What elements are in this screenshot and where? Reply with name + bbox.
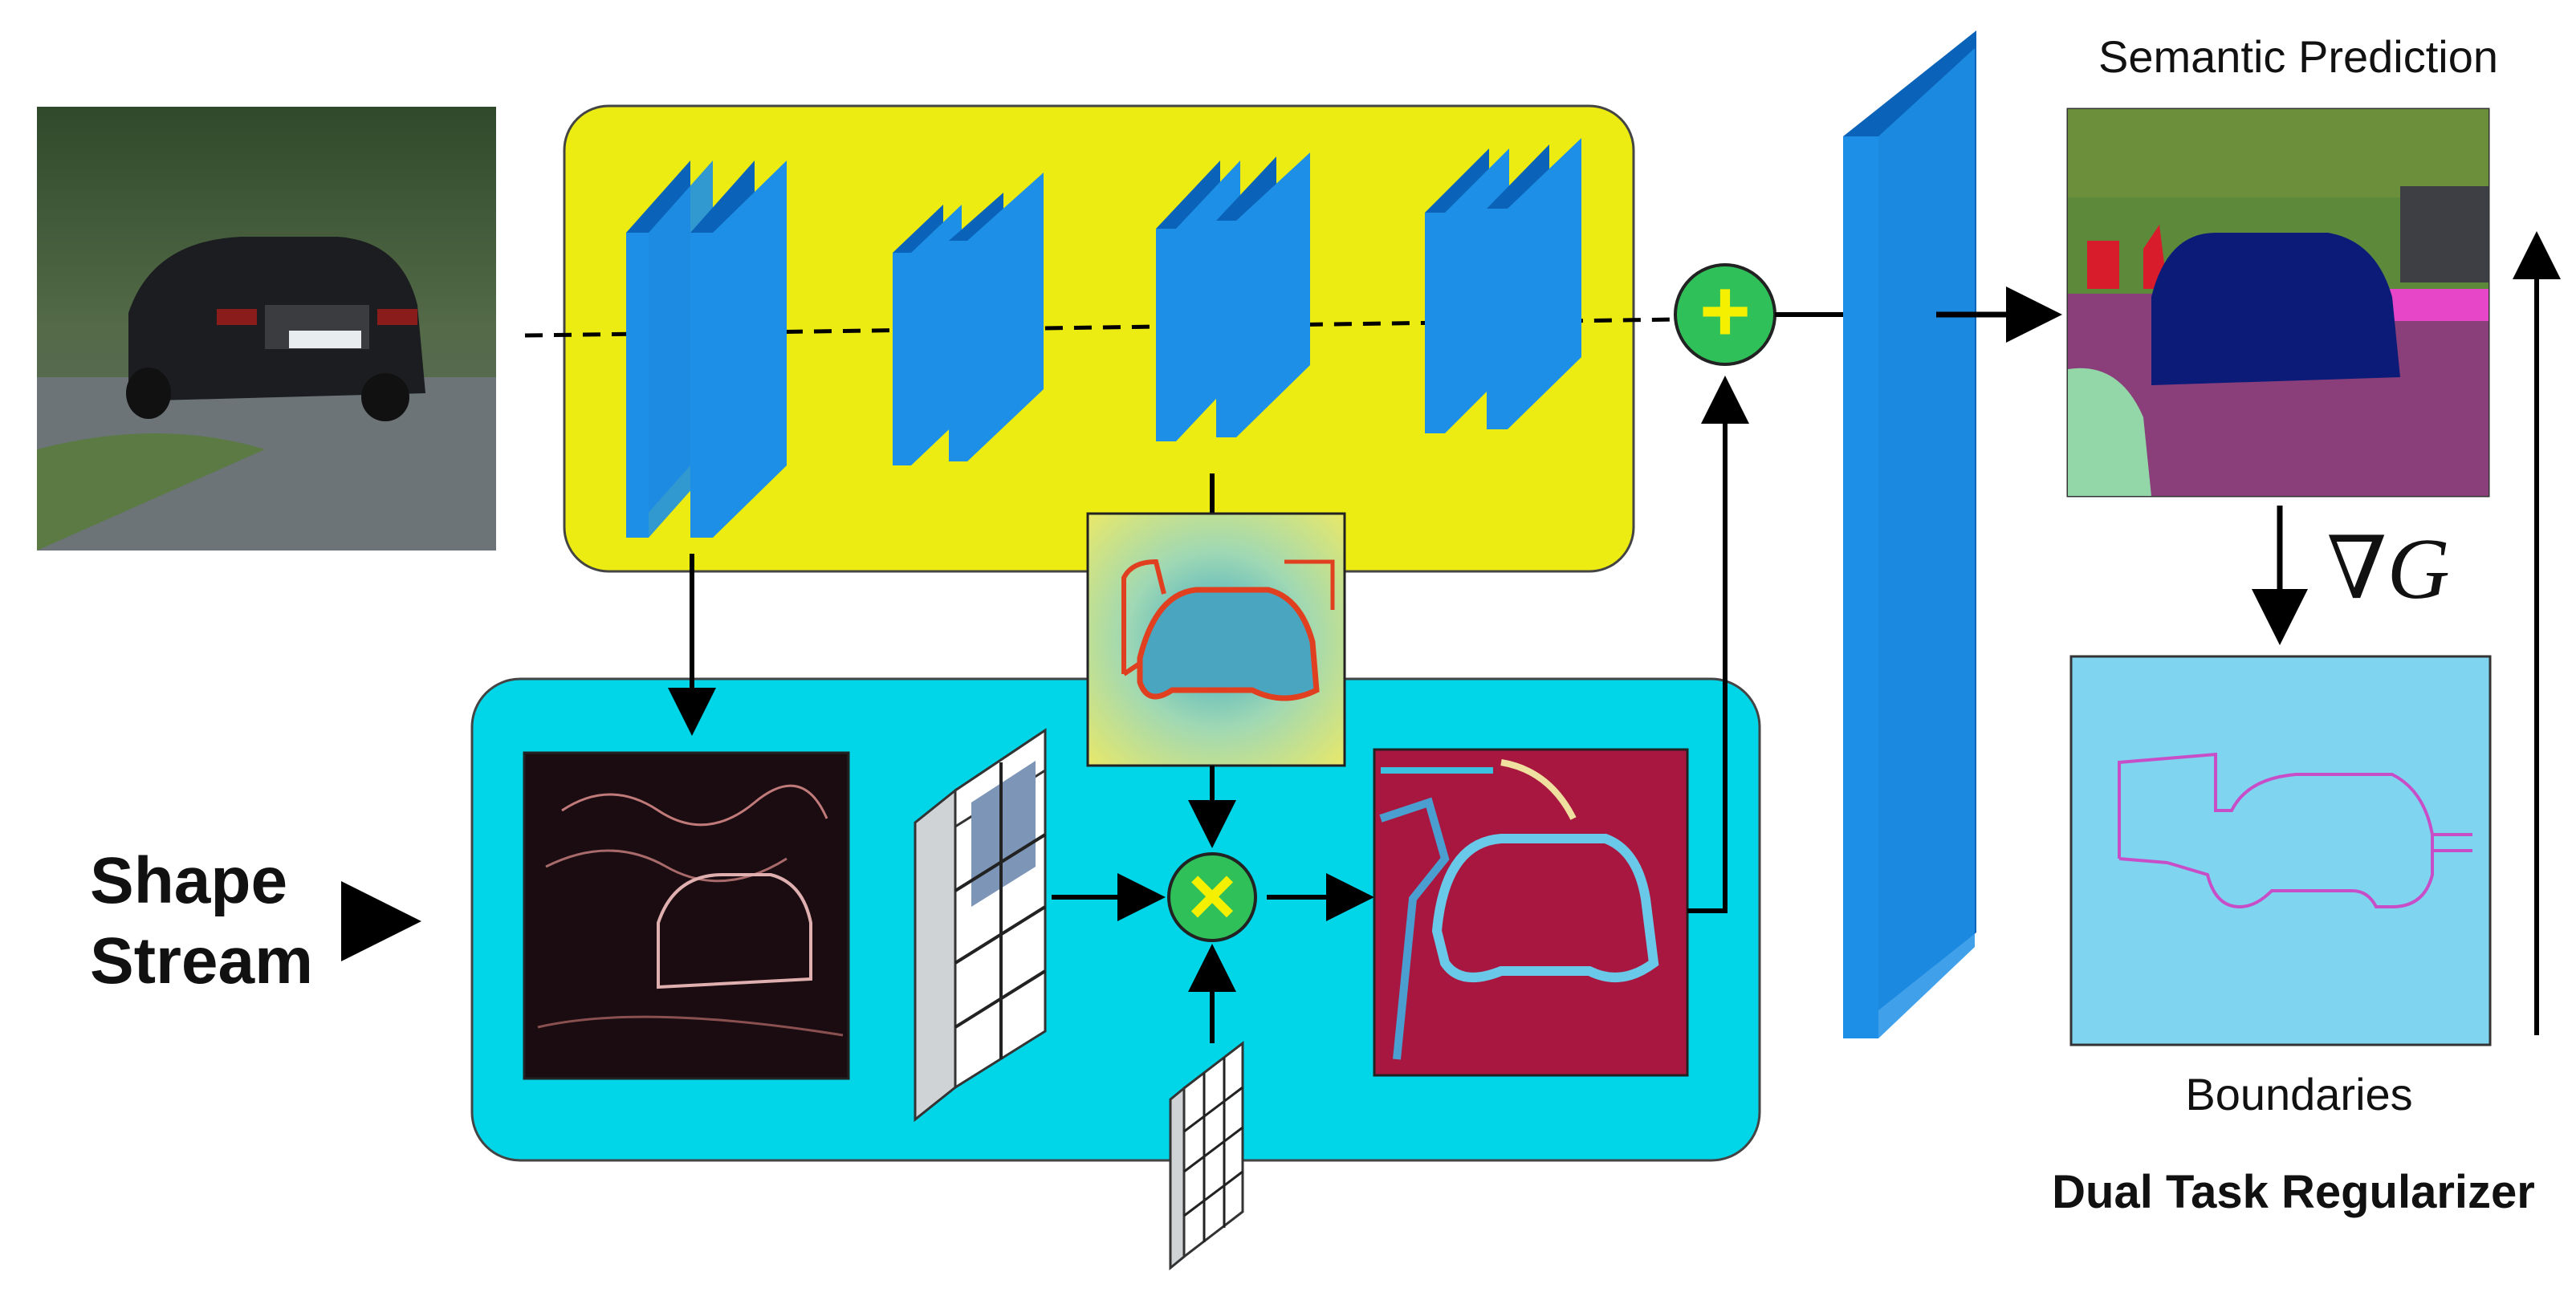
input-image: [37, 107, 496, 551]
shape-output-map: [1373, 748, 1689, 1077]
conv-block-group-3: [1156, 152, 1310, 441]
fusion-plus-node: +: [1674, 262, 1776, 366]
aspp-conv-layer: [1843, 30, 1976, 1038]
conv-block-group-1: [626, 160, 787, 538]
gradient-symbol: ∇G: [2326, 522, 2449, 617]
arrow-output-to-plus: [1687, 376, 1749, 913]
times-symbol: ×: [1188, 850, 1237, 943]
shape-stream-label-line2: Stream: [90, 924, 313, 997]
dual-task-regularizer-label: Dual Task Regularizer: [2052, 1166, 2535, 1218]
attention-map: [1086, 512, 1346, 767]
edge-map: [523, 751, 850, 1080]
boundaries-label: Boundaries: [2185, 1069, 2412, 1119]
boundaries-map: [2069, 655, 2492, 1046]
shape-stream-label-line1: Shape: [90, 844, 287, 917]
gated-feature-grid: [914, 728, 1047, 1123]
small-gate-grid: [1169, 1040, 1244, 1271]
semantic-prediction-map: [2066, 108, 2490, 498]
semantic-prediction-label: Semantic Prediction: [2098, 31, 2498, 82]
gate-multiply-node: ×: [1167, 850, 1257, 943]
conv-block-group-2: [893, 173, 1044, 465]
plus-symbol: +: [1699, 262, 1751, 360]
conv-block-group-4: [1425, 138, 1581, 433]
